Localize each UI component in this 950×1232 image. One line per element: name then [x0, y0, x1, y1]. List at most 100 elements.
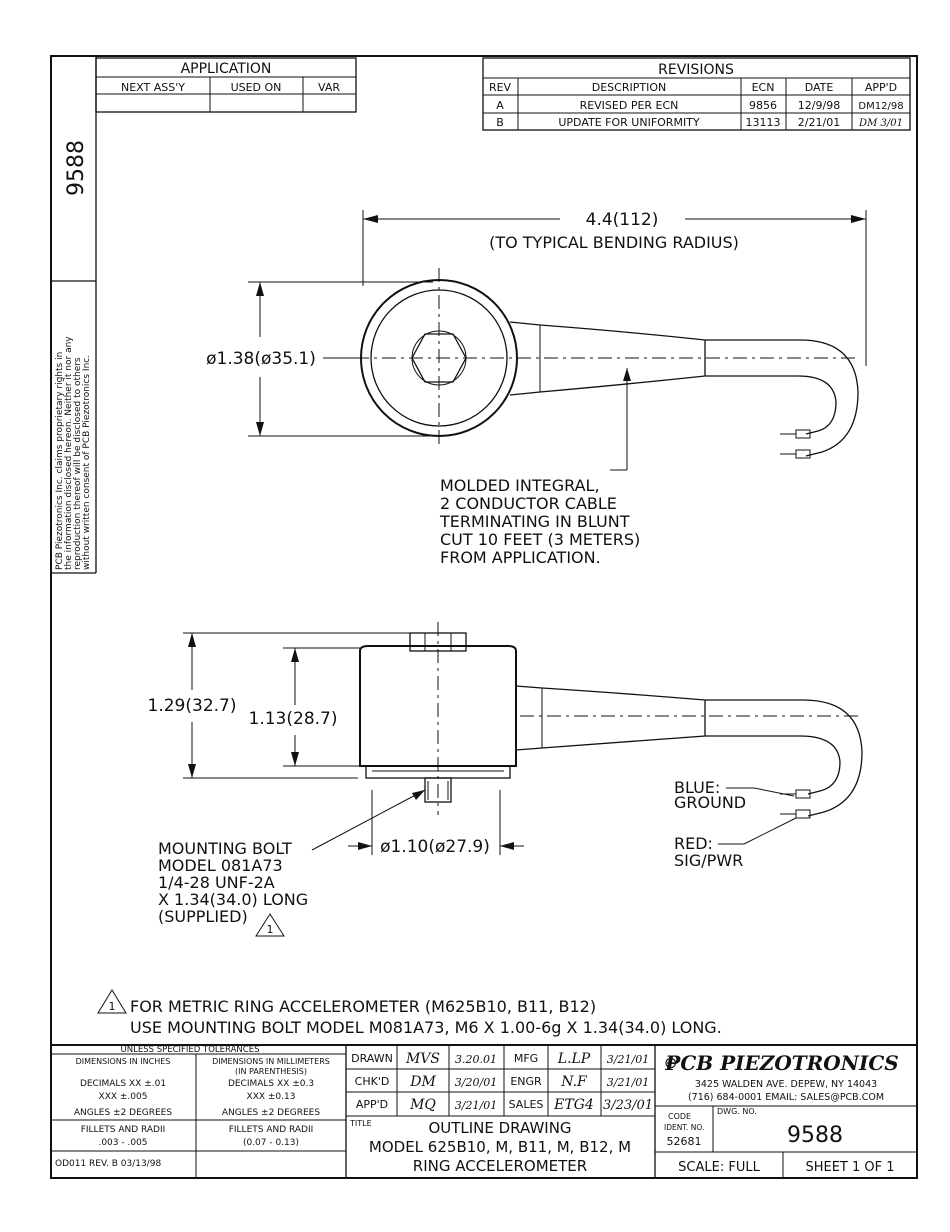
- title-line-2: MODEL 625B10, M, B11, M, B12, M: [369, 1138, 631, 1156]
- red-wire-label: RED:: [674, 834, 713, 853]
- side-view: 1.29(32.7) 1.13(28.7) ø1.10(ø27.9): [148, 622, 863, 937]
- ident-label: IDENT. NO.: [664, 1123, 704, 1132]
- title-line-1: OUTLINE DRAWING: [428, 1119, 571, 1137]
- title-block: UNLESS SPECIFIED TOLERANCES DIMENSIONS I…: [51, 1044, 917, 1178]
- cable-note-line-3: TERMINATING IN BLUNT: [439, 512, 630, 531]
- side-body-height-dimension: 1.13(28.7): [249, 709, 338, 729]
- proprietary-line-3: reproduction thereof will be disclosed t…: [73, 357, 83, 570]
- bolt-note-line-4: X 1.34(34.0) LONG: [158, 890, 308, 909]
- footnote-flag-triangle: [97, 989, 127, 1014]
- company-address: 3425 WALDEN AVE. DEPEW, NY 14043: [695, 1079, 877, 1090]
- appd-label: APP'D: [356, 1098, 388, 1111]
- rev-row-a-ecn: 9856: [749, 99, 777, 112]
- drawn-by: MVS: [405, 1051, 440, 1067]
- side-base-diameter-dimension: ø1.10(ø27.9): [380, 837, 490, 857]
- proprietary-line-4: without written consent of PCB Piezotron…: [82, 355, 92, 570]
- rev-header-date: DATE: [805, 81, 834, 94]
- tolerance-inch-fillets: FILLETS AND RADII: [81, 1125, 166, 1135]
- tolerance-inch-decimals: DECIMALS XX ±.01: [80, 1079, 166, 1089]
- dwg-number: 9588: [787, 1123, 843, 1148]
- side-strip: 9588 PCB Piezotronics Inc. claims propri…: [51, 56, 97, 574]
- rev-row-a-appd: DM12/98: [858, 101, 903, 112]
- footnote-line-1: FOR METRIC RING ACCELEROMETER (M625B10, …: [130, 997, 596, 1016]
- rev-row-a-date: 12/9/98: [798, 99, 840, 112]
- side-drawing-number: 9588: [64, 140, 89, 196]
- bolt-note-line-3: 1/4-28 UNF-2A: [158, 873, 275, 892]
- blue-wire-function: GROUND: [674, 793, 746, 812]
- engr-label: ENGR: [510, 1075, 542, 1088]
- code-label: CODE: [668, 1112, 691, 1121]
- top-length-dimension: 4.4(112): [586, 210, 659, 230]
- side-overall-height-dimension: 1.29(32.7): [148, 696, 237, 716]
- tolerance-inch-fillets-value: .003 - .005: [98, 1138, 147, 1148]
- mfg-label: MFG: [514, 1052, 538, 1065]
- pcb-logo-mark: ⊕: [664, 1053, 677, 1072]
- sheet-value: SHEET 1 OF 1: [805, 1160, 894, 1175]
- blue-wire-label: BLUE:: [674, 778, 720, 797]
- application-header-next-assy: NEXT ASS'Y: [121, 81, 185, 94]
- rev-row-b-date: 2/21/01: [798, 116, 840, 129]
- tolerance-mm-decimals: DECIMALS XX ±0.3: [228, 1079, 314, 1089]
- scale-value: SCALE: FULL: [678, 1160, 760, 1175]
- tolerance-inch-head: DIMENSIONS IN INCHES: [76, 1057, 171, 1066]
- footnote-line-2: USE MOUNTING BOLT MODEL M081A73, M6 X 1.…: [130, 1018, 722, 1037]
- chkd-date: 3/20/01: [455, 1076, 497, 1089]
- mfg-date: 3/21/01: [607, 1053, 649, 1066]
- metric-footnote: 1 FOR METRIC RING ACCELEROMETER (M625B10…: [97, 989, 722, 1037]
- application-table: APPLICATION NEXT ASS'Y USED ON VAR: [95, 57, 357, 113]
- footnote-flag-number: 1: [109, 1000, 116, 1013]
- rev-row-b-ecn: 13113: [746, 116, 781, 129]
- company-name: PCB PIEZOTRONICS: [664, 1051, 898, 1075]
- application-header-used-on: USED ON: [231, 81, 282, 94]
- tolerance-mm-xxx: XXX ±0.13: [247, 1092, 296, 1102]
- rev-row-b-appd: DM 3/01: [858, 118, 903, 129]
- tolerance-mm-head2: (IN PARENTHESIS): [235, 1067, 307, 1076]
- proprietary-line-2: the information disclosed hereon. Neithe…: [64, 336, 74, 570]
- application-title: APPLICATION: [181, 61, 272, 77]
- rev-header-rev: REV: [489, 81, 512, 94]
- engr-date: 3/21/01: [607, 1076, 649, 1089]
- proprietary-line-1: PCB Piezotronics Inc. claims proprietary…: [55, 352, 65, 570]
- engr-by: N.F: [560, 1074, 588, 1090]
- bolt-note-line-5: (SUPPLIED): [158, 907, 248, 926]
- top-view: 4.4(112) (TO TYPICAL BENDING RADIUS) ø1.…: [206, 210, 867, 567]
- cable-note-line-5: FROM APPLICATION.: [440, 548, 601, 567]
- drawn-date: 3.20.01: [455, 1053, 497, 1066]
- tolerance-header: UNLESS SPECIFIED TOLERANCES: [121, 1045, 260, 1055]
- red-wire-function: SIG/PWR: [674, 851, 743, 870]
- cable-note-line-1: MOLDED INTEGRAL,: [440, 476, 600, 495]
- rev-header-description: DESCRIPTION: [592, 81, 666, 94]
- top-diameter-dimension: ø1.38(ø35.1): [206, 349, 316, 369]
- cable-note-line-2: 2 CONDUCTOR CABLE: [440, 494, 617, 513]
- rev-header-ecn: ECN: [752, 81, 775, 94]
- title-label: TITLE: [349, 1119, 372, 1128]
- drawn-label: DRAWN: [351, 1052, 393, 1065]
- sales-by: ETG4: [553, 1097, 594, 1113]
- form-id: OD011 REV. B 03/13/98: [55, 1159, 161, 1169]
- revisions-table: REVISIONS REV DESCRIPTION ECN DATE APP'D…: [482, 57, 911, 131]
- mfg-by: L.LP: [557, 1051, 591, 1067]
- rev-row-b-rev: B: [496, 116, 504, 129]
- cable-note-line-4: CUT 10 FEET (3 METERS): [440, 530, 640, 549]
- title-line-3: RING ACCELEROMETER: [413, 1157, 587, 1175]
- rev-row-b-description: UPDATE FOR UNIFORMITY: [558, 116, 700, 129]
- side-body: [359, 645, 517, 767]
- tolerance-mm-angles: ANGLES ±2 DEGREES: [222, 1108, 320, 1118]
- bolt-note-line-2: MODEL 081A73: [158, 856, 283, 875]
- tolerance-inch-angles: ANGLES ±2 DEGREES: [74, 1108, 172, 1118]
- top-length-note: (TO TYPICAL BENDING RADIUS): [489, 233, 739, 252]
- bolt-note-flag-number: 1: [267, 923, 274, 936]
- tolerance-mm-fillets: FILLETS AND RADII: [229, 1125, 314, 1135]
- application-header-var: VAR: [318, 81, 340, 94]
- chkd-label: CHK'D: [355, 1075, 390, 1088]
- company-contact: (716) 684-0001 EMAIL: SALES@PCB.COM: [688, 1092, 884, 1103]
- rev-row-a-rev: A: [496, 99, 504, 112]
- tolerance-mm-fillets-value: (0.07 - 0.13): [243, 1138, 299, 1148]
- chkd-by: DM: [409, 1074, 436, 1090]
- drawing-border: [50, 55, 918, 1179]
- rev-header-appd: APP'D: [865, 81, 897, 94]
- code-value: 52681: [667, 1135, 702, 1148]
- sales-date: 3/23/01: [603, 1098, 653, 1113]
- tolerance-mm-head: DIMENSIONS IN MILLIMETERS: [212, 1057, 330, 1066]
- sales-label: SALES: [509, 1098, 544, 1111]
